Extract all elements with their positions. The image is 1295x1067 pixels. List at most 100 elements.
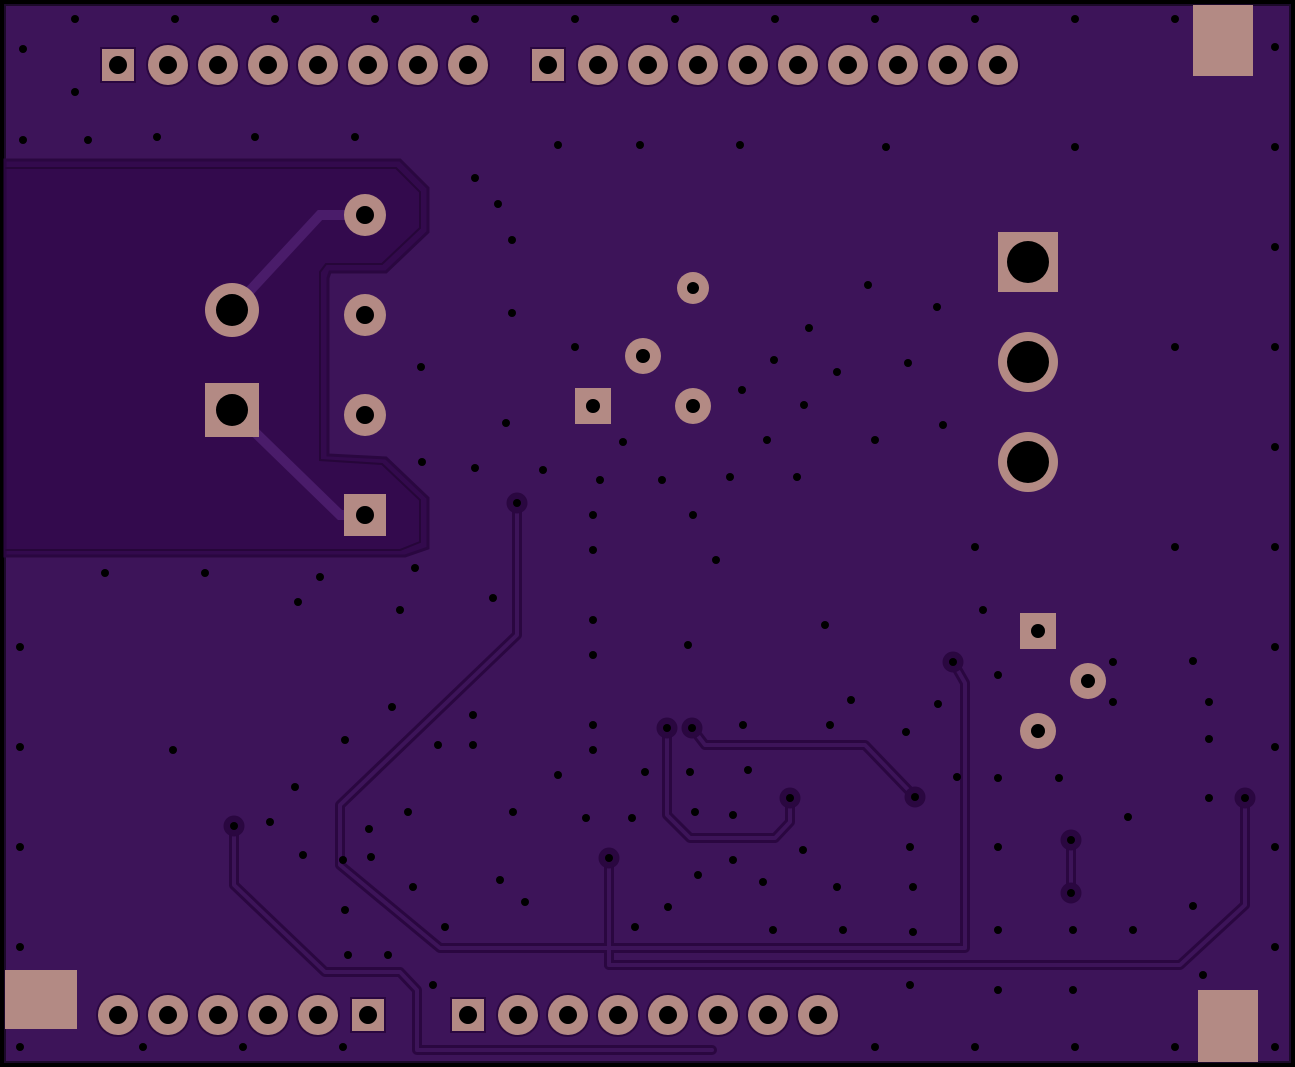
bottom-left-header [96,993,386,1037]
header-pin-hole [989,56,1007,74]
via-hole [971,543,979,551]
via-hole [1205,794,1213,802]
via-hole [384,951,392,959]
via-hole [494,200,502,208]
header-pin-hole [159,56,177,74]
via-hole [16,843,24,851]
via-hole [539,466,547,474]
via-hole [689,511,697,519]
via-hole [871,436,879,444]
via-hole [251,133,259,141]
mounting-pads [5,5,1258,1062]
via-hole [589,651,597,659]
via-hole [994,774,1002,782]
via-hole [316,573,324,581]
via-hole [171,15,179,23]
via-hole [833,368,841,376]
header-pin-hole [709,1006,727,1024]
via-hole [939,421,947,429]
via-hole [471,464,479,472]
via-hole [239,1043,247,1051]
via-hole [994,986,1002,994]
via-hole [902,728,910,736]
header-pin-hole [759,1006,777,1024]
via-hole [1055,774,1063,782]
header-pin-hole [359,56,377,74]
via-hole [496,876,504,884]
via-hole [759,878,767,886]
header-pin-hole [259,1006,277,1024]
via-hole [631,923,639,931]
via-hole [826,721,834,729]
via-hole [396,606,404,614]
via-hole [800,401,808,409]
via-hole [839,926,847,934]
via-hole [833,883,841,891]
via-hole [684,641,692,649]
pin-headers [96,43,1020,1037]
via-hole [351,133,359,141]
via-hole [736,141,744,149]
via-hole [596,476,604,484]
via-hole [619,438,627,446]
via-hole [763,436,771,444]
header-pin-hole [659,1006,677,1024]
header-pin-hole [939,56,957,74]
via-hole [1071,15,1079,23]
via-hole [1271,443,1279,451]
via-hole [1069,926,1077,934]
via-hole [1069,986,1077,994]
header-pin-hole [209,1006,227,1024]
via-hole [294,598,302,606]
header-pin-hole [539,56,557,74]
via-hole [339,856,347,864]
via-hole [658,476,666,484]
header-pin-hole [609,1006,627,1024]
vertical-4pin-header [344,194,386,536]
mounting-pad-top-right [1193,5,1253,76]
via-hole [738,386,746,394]
via-hole [771,15,779,23]
via-hole [418,458,426,466]
stitching-vias [16,15,1279,1051]
top-left-header [100,43,490,87]
via-hole [1129,926,1137,934]
via-hole [994,843,1002,851]
trace-via-holes [230,499,1249,897]
via-hole [489,594,497,602]
header-pin-hole [309,56,327,74]
via-hole [906,843,914,851]
via-hole [1271,543,1279,551]
via-hole [139,1043,147,1051]
via-hole [508,309,516,317]
header-pin-hole [459,56,477,74]
via-hole [84,136,92,144]
trace-centers [232,501,1247,1052]
via-hole [1199,971,1207,979]
via-hole [1271,743,1279,751]
via-hole [1171,15,1179,23]
via-hole [1189,902,1197,910]
via-hole [589,546,597,554]
via-hole [16,643,24,651]
via-hole [429,981,437,989]
via-hole [1071,143,1079,151]
via-hole [469,741,477,749]
header-pin-hole [509,1006,527,1024]
via-hole [994,926,1002,934]
via-hole [1271,43,1279,51]
via-hole [691,808,699,816]
via-hole [71,15,79,23]
header-pin-hole [639,56,657,74]
via-hole [16,1043,24,1051]
via-hole [864,281,872,289]
via-hole [847,696,855,704]
via-hole [341,736,349,744]
header-pin-hole [839,56,857,74]
header-pin-hole [739,56,757,74]
via-hole [904,359,912,367]
header-pin-hole [789,56,807,74]
header-pin-hole [109,56,127,74]
via-hole [953,773,961,781]
